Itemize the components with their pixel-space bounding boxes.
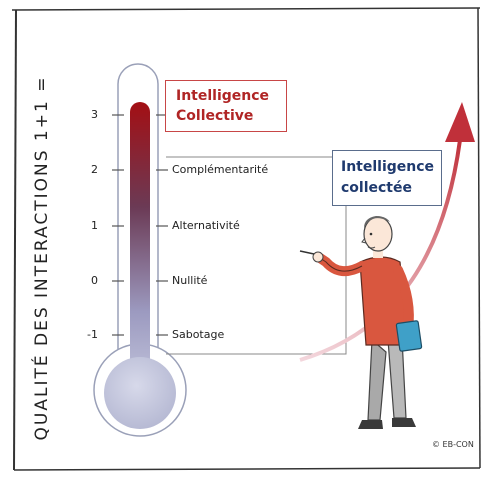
- scale-ticks: [112, 114, 168, 336]
- collective-line1: Intelligence: [176, 88, 270, 104]
- rising-arrow-icon: [299, 102, 475, 362]
- tick-label-0: 0: [91, 274, 98, 287]
- frame-bottom: [13, 467, 481, 471]
- thermometer-icon: [93, 63, 187, 437]
- collectee-line1: Intelligence: [341, 159, 435, 175]
- frame-top: [11, 7, 481, 11]
- intelligence-collectee-box: Intelligence collectée: [332, 150, 442, 206]
- level-complementarite: Complémentarité: [172, 163, 269, 176]
- collectee-line2: collectée: [341, 180, 412, 196]
- axis-title: QUALITÉ DES INTERACTIONS 1+1 =: [32, 75, 52, 441]
- tick-label-2: 2: [91, 163, 98, 176]
- person-illustration: [299, 216, 423, 429]
- levels-bracket: [166, 156, 347, 355]
- tick-label-minus-1: -1: [87, 328, 98, 341]
- level-alternativite: Alternativité: [172, 219, 240, 232]
- frame-right: [477, 7, 481, 469]
- copyright-text: © EB-CON: [432, 440, 474, 449]
- tick-label-1: 1: [91, 219, 98, 232]
- frame-left: [13, 9, 17, 471]
- intelligence-collective-box: Intelligence Collective: [165, 80, 287, 132]
- collective-line2: Collective: [176, 108, 254, 124]
- level-nullite: Nullité: [172, 274, 208, 287]
- tick-label-3: 3: [91, 108, 98, 121]
- level-sabotage: Sabotage: [172, 328, 225, 341]
